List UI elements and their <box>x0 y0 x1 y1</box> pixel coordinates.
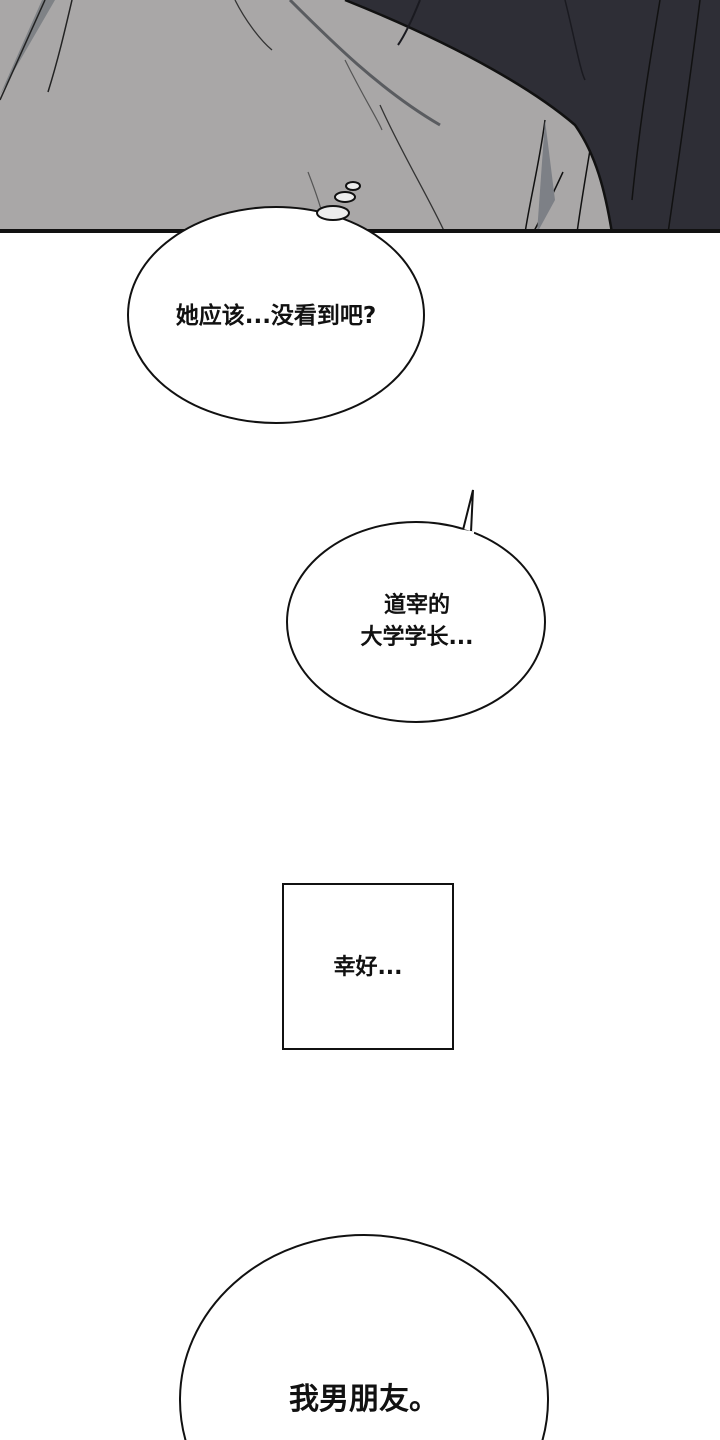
shoulder-illustration <box>0 0 720 233</box>
thought-dot-large <box>316 205 350 221</box>
thought-bubble-text: 她应该...没看到吧? <box>175 303 377 329</box>
thought-bubble <box>127 181 425 424</box>
speech-bubble-1 <box>286 489 546 723</box>
speech-bubble-1-text: 道宰的 大学学长... <box>360 593 474 650</box>
comic-panel-art <box>0 0 720 233</box>
speech-bubble-2 <box>179 1234 549 1440</box>
speech-bubble-2-text: 我男朋友。 <box>289 1382 439 1417</box>
narration-box-text: 幸好... <box>333 955 403 980</box>
thought-dot-medium <box>334 191 356 203</box>
thought-dot-small <box>345 181 361 191</box>
narration-box <box>282 883 454 1050</box>
